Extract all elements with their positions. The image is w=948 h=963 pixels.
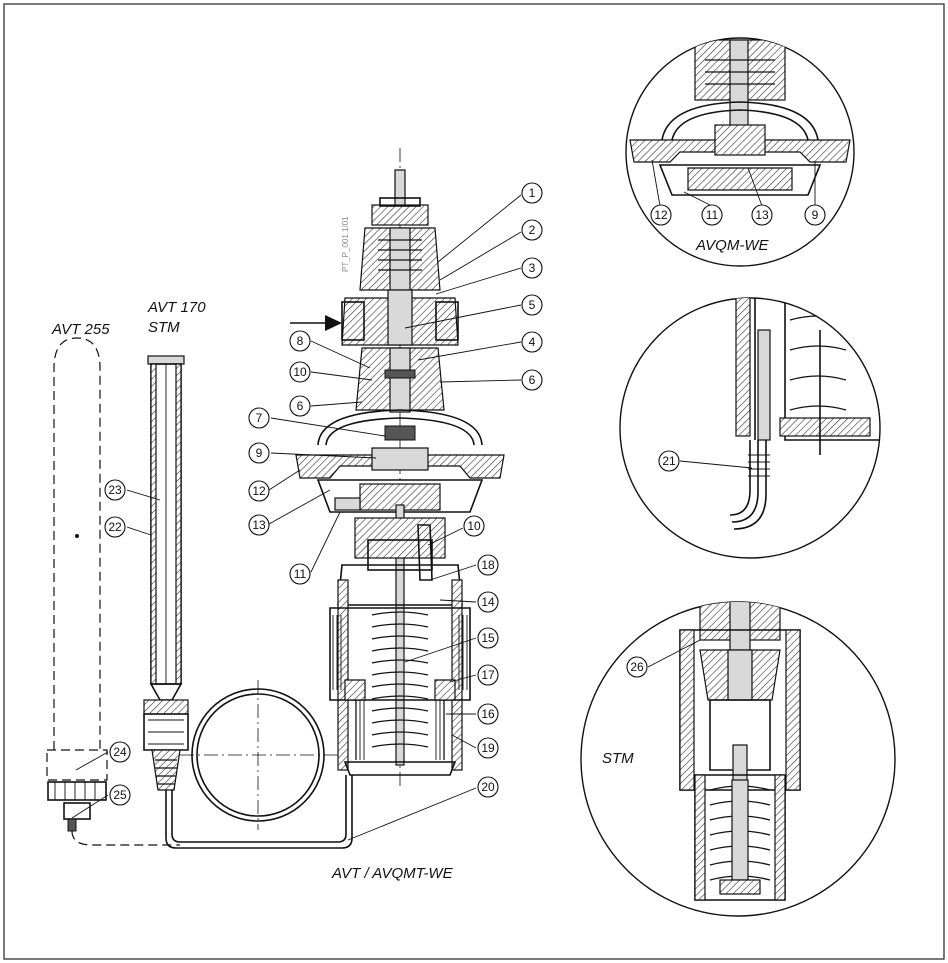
avqm-callout-13: 13 (755, 208, 769, 222)
avt255-sensor (46, 337, 180, 846)
callout-6-left: 6 (297, 399, 304, 413)
callout-19: 19 (481, 741, 495, 755)
label-avt-avqmt: AVT / AVQMT-WE (331, 865, 454, 882)
callout-12: 12 (252, 484, 266, 498)
callout-11: 11 (294, 567, 307, 581)
avt170-sensor (143, 355, 189, 791)
callout-10-upper: 10 (293, 365, 307, 379)
stm-callout-26: 26 (630, 660, 644, 674)
callout-23: 23 (108, 483, 122, 497)
label-stm-left: STM (148, 319, 180, 336)
callout-16: 16 (481, 707, 495, 721)
avqm-callout-11: 11 (706, 208, 719, 222)
detail-callout-21: 21 (662, 454, 676, 468)
callout-15: 15 (481, 631, 495, 645)
label-avt255: AVT 255 (51, 321, 110, 338)
callout-22: 22 (108, 520, 122, 534)
label-avt170: AVT 170 (147, 299, 206, 316)
callout-17: 17 (481, 668, 495, 682)
main-valve (290, 148, 505, 790)
callout-9: 9 (256, 446, 263, 460)
label-stm-detail: STM (602, 750, 634, 767)
detail-avqm-we: 12 11 13 9 AVQM-WE (625, 37, 855, 267)
label-avqm-we: AVQM-WE (695, 237, 769, 254)
callout-4: 4 (529, 335, 536, 349)
callout-1: 1 (529, 186, 536, 200)
callout-5: 5 (529, 298, 536, 312)
avqm-callout-9: 9 (812, 208, 819, 222)
main-spring (355, 611, 445, 760)
callout-8: 8 (297, 334, 304, 348)
callout-13: 13 (252, 518, 266, 532)
callout-3: 3 (529, 261, 536, 275)
callout-24: 24 (113, 745, 127, 759)
drawing-code: PT_P_001.1/01 (341, 216, 350, 272)
detail-stm: 26 STM (580, 601, 896, 917)
callout-7: 7 (256, 411, 263, 425)
callout-25: 25 (113, 788, 127, 802)
callout-20: 20 (481, 780, 495, 794)
avqm-callout-12: 12 (654, 208, 668, 222)
callout-2: 2 (529, 223, 536, 237)
callout-6-right: 6 (529, 373, 536, 387)
main-callouts: 1 2 3 5 4 6 8 10 6 7 9 12 13 11 10 18 14… (71, 182, 543, 841)
cylinder-ribs (332, 615, 468, 690)
detail-21: 21 (619, 297, 881, 559)
callout-14: 14 (481, 595, 495, 609)
callout-18: 18 (481, 558, 495, 572)
callout-10-lower: 10 (467, 519, 481, 533)
drawing-frame (3, 3, 945, 960)
capillary-tube (165, 680, 353, 849)
